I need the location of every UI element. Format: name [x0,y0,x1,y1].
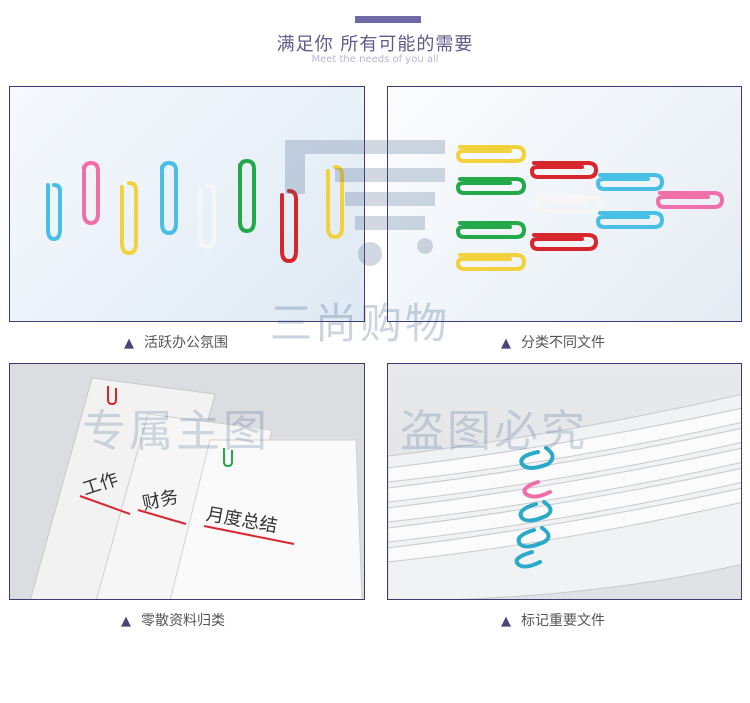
paperclip-yellow [120,181,138,256]
shopping-cart-logo [285,140,445,266]
triangle-up-icon: ▲ [124,336,134,351]
paperclip-blue [46,183,62,242]
paperclip-red [280,189,298,264]
paperclip-red [107,386,117,406]
page-title: 满足你 所有可能的需要 [276,34,474,55]
paperclip-yellow [455,253,527,271]
paperclip-blue [518,500,553,523]
header-accent-bar [355,16,421,23]
paperclip-green [455,177,527,195]
triangle-up-icon: ▲ [121,614,131,629]
paperclip-yellow [326,165,344,240]
paperclip-yellow [455,145,527,163]
paperclip-blue [519,446,555,470]
watermark-brand: 三尚购物 [270,299,451,348]
paperclip-pink [655,191,725,209]
paperclip-red [529,161,599,179]
caption-sort-files: ▲ 分类不同文件 [501,332,605,352]
caption-text: 活跃办公氛围 [144,335,228,351]
photo-stacked-paper [387,363,742,600]
caption-organize-materials: ▲ 零散资料归类 [121,610,225,630]
paperclip-green [223,448,233,468]
paperclip-blue [516,526,551,549]
paperclip-blue [595,211,665,229]
caption-text: 分类不同文件 [521,335,605,351]
caption-active-office: ▲ 活跃办公氛围 [124,332,228,352]
caption-text: 标记重要文件 [521,613,605,629]
caption-text: 零散资料归类 [141,613,225,629]
paperclip-white [198,183,216,250]
paperclip-white [533,195,603,213]
watermark-no-theft: 盗图必究 [400,406,588,457]
photo-standing-clips [9,86,365,322]
paperclip-green [238,158,256,234]
triangle-up-icon: ▲ [501,614,511,629]
paperclip-red [529,233,599,251]
paperclip-blue [514,550,542,569]
paperclip-pink [522,480,552,499]
paperclip-blue [595,173,665,191]
document-sheet [169,439,363,599]
paperclip-blue [160,160,178,236]
caption-mark-important: ▲ 标记重要文件 [501,610,605,630]
photo-labeled-documents: 工作 财务 月度总结 [9,363,365,600]
paperclip-pink [82,160,100,226]
photo-sorted-clips [387,86,742,322]
triangle-up-icon: ▲ [501,336,511,351]
paperclip-green [455,221,527,239]
watermark-exclusive: 专属主图 [82,406,270,457]
page-subtitle: Meet the needs of you all [311,54,439,65]
